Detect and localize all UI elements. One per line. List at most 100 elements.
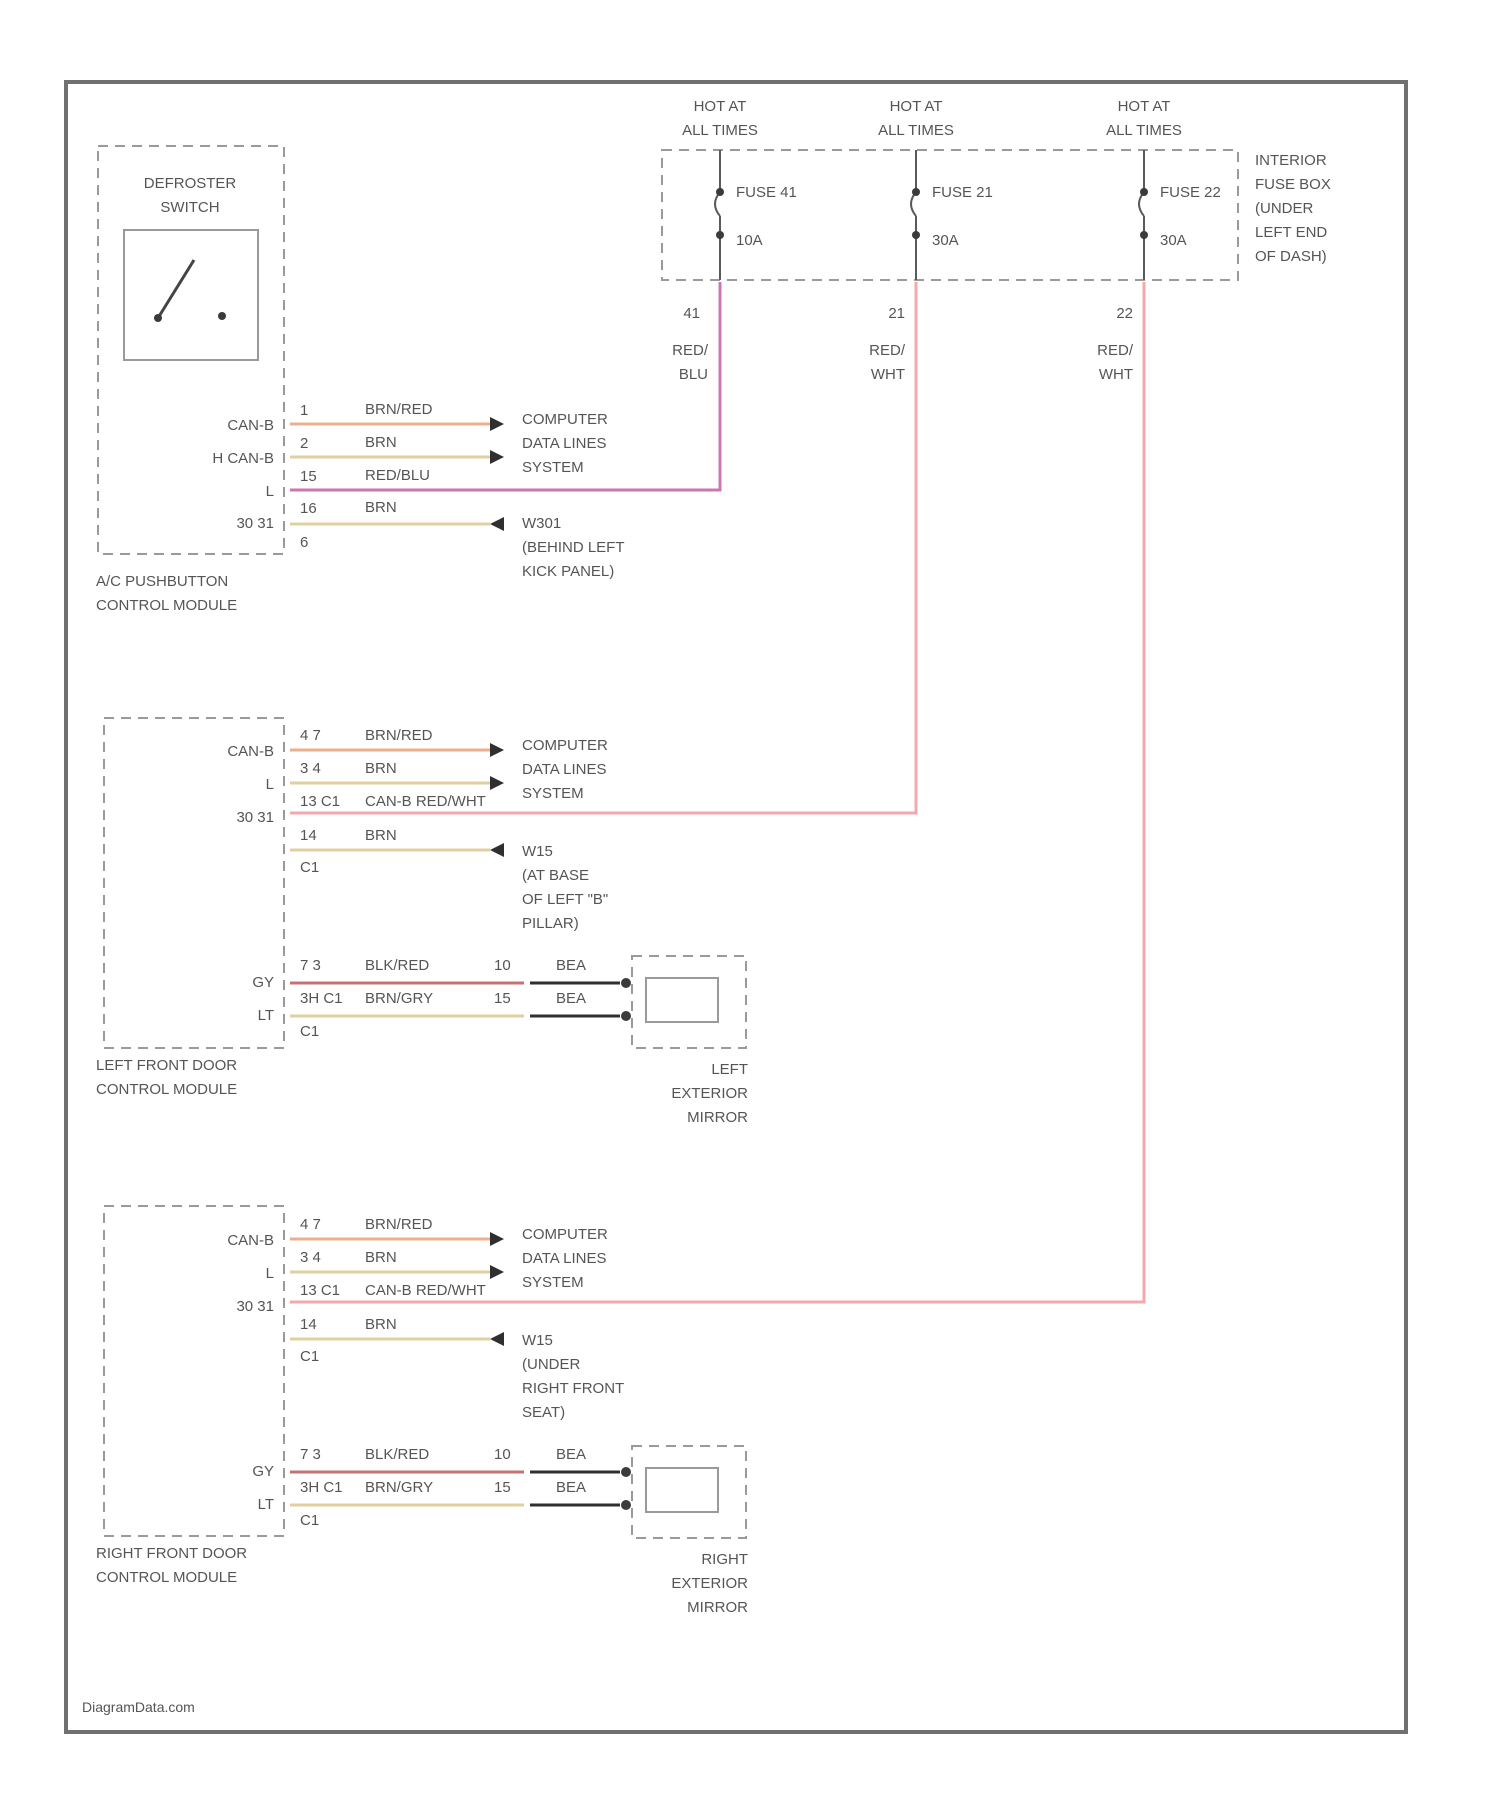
svg-text:3H C1: 3H C1 [300, 990, 343, 1007]
svg-text:30 31: 30 31 [236, 1298, 274, 1315]
svg-text:MIRROR: MIRROR [687, 1109, 748, 1126]
svg-text:CONTROL MODULE: CONTROL MODULE [96, 597, 237, 614]
svg-text:RED/: RED/ [869, 342, 906, 359]
svg-text:(AT BASE: (AT BASE [522, 867, 589, 884]
svg-text:BRN/GRY: BRN/GRY [365, 1479, 433, 1496]
svg-text:C1: C1 [300, 859, 319, 876]
connector-dot [621, 1011, 631, 1021]
svg-text:C1: C1 [300, 1512, 319, 1529]
diagram-frame [66, 82, 1406, 1732]
left-mirror-label: LEFT EXTERIOR MIRROR [671, 1061, 748, 1126]
svg-text:4 7: 4 7 [300, 1216, 321, 1233]
svg-text:DEFROSTER: DEFROSTER [144, 175, 237, 192]
svg-text:30A: 30A [1160, 232, 1187, 249]
svg-text:BEA: BEA [556, 1479, 586, 1496]
defroster-switch [124, 230, 258, 360]
left-door-wire-colors: BRN/RED BRN CAN-B RED/WHT BRN BLK/RED BR… [365, 727, 486, 1007]
svg-text:EXTERIOR: EXTERIOR [671, 1085, 748, 1102]
svg-text:LT: LT [258, 1496, 274, 1513]
fuse-box-label: INTERIOR FUSE BOX (UNDER LEFT END OF DAS… [1255, 152, 1331, 265]
left-door-signals: CAN-B L 30 31 GY LT [227, 743, 274, 1024]
right-exterior-mirror [632, 1446, 746, 1538]
svg-text:21: 21 [888, 305, 905, 322]
svg-text:WHT: WHT [871, 366, 905, 383]
svg-text:CAN-B: CAN-B [227, 743, 274, 760]
svg-text:BEA: BEA [556, 990, 586, 1007]
svg-text:BRN/RED: BRN/RED [365, 401, 433, 418]
right-door-signals: CAN-B L 30 31 GY LT [227, 1232, 274, 1513]
left-door-ground-label: W15 (AT BASE OF LEFT "B" PILLAR) [522, 843, 608, 932]
right-mirror-label: RIGHT EXTERIOR MIRROR [671, 1551, 748, 1616]
right-mirror-motor [646, 1468, 718, 1512]
fuse-22-output: 22 RED/ WHT [1097, 305, 1134, 383]
svg-text:15: 15 [300, 468, 317, 485]
left-mirror-motor [646, 978, 718, 1022]
svg-text:L: L [266, 483, 274, 500]
left-door-label: LEFT FRONT DOOR CONTROL MODULE [96, 1057, 237, 1098]
svg-text:ALL TIMES: ALL TIMES [878, 122, 954, 139]
interior-fuse-box [662, 150, 1238, 280]
svg-text:DATA LINES: DATA LINES [522, 1250, 606, 1267]
svg-text:W15: W15 [522, 1332, 553, 1349]
fuse-41-output: 41 RED/ BLU [672, 305, 709, 383]
svg-text:BRN/RED: BRN/RED [365, 1216, 433, 1233]
svg-text:13 C1: 13 C1 [300, 1282, 340, 1299]
right-door-pins: 4 7 3 4 13 C1 14 C1 7 3 3H C1 C1 [300, 1216, 343, 1529]
svg-text:HOT AT: HOT AT [890, 98, 943, 115]
svg-text:GY: GY [252, 1463, 274, 1480]
defroster-switch-icon [154, 260, 226, 322]
svg-text:CAN-B RED/WHT: CAN-B RED/WHT [365, 793, 486, 810]
right-door-label: RIGHT FRONT DOOR CONTROL MODULE [96, 1545, 247, 1586]
svg-text:BRN: BRN [365, 1316, 397, 1333]
arrow-icon [490, 743, 504, 757]
svg-text:1: 1 [300, 402, 308, 419]
svg-text:14: 14 [300, 827, 317, 844]
svg-text:CAN-B: CAN-B [227, 417, 274, 434]
svg-text:LEFT END: LEFT END [1255, 224, 1327, 241]
fuse-21-output: 21 RED/ WHT [869, 305, 906, 383]
svg-text:14: 14 [300, 1316, 317, 1333]
ac-module-signals: CAN-B H CAN-B L 30 31 [212, 417, 274, 532]
svg-text:7 3: 7 3 [300, 957, 321, 974]
svg-text:SYSTEM: SYSTEM [522, 785, 584, 802]
svg-text:KICK PANEL): KICK PANEL) [522, 563, 614, 580]
right-door-data-lines-label: COMPUTER DATA LINES SYSTEM [522, 1226, 608, 1291]
svg-text:BRN: BRN [365, 827, 397, 844]
svg-text:LEFT: LEFT [711, 1061, 748, 1078]
svg-text:BRN: BRN [365, 1249, 397, 1266]
svg-text:BRN/RED: BRN/RED [365, 727, 433, 744]
connector-dot [621, 1500, 631, 1510]
svg-text:15: 15 [494, 990, 511, 1007]
svg-text:22: 22 [1116, 305, 1133, 322]
svg-text:RED/BLU: RED/BLU [365, 467, 430, 484]
svg-text:10A: 10A [736, 232, 763, 249]
left-front-door-control-module [104, 718, 284, 1048]
svg-text:COMPUTER: COMPUTER [522, 411, 608, 428]
svg-text:RIGHT FRONT DOOR: RIGHT FRONT DOOR [96, 1545, 247, 1562]
svg-text:(UNDER: (UNDER [522, 1356, 580, 1373]
svg-text:HOT AT: HOT AT [694, 98, 747, 115]
svg-text:(BEHIND LEFT: (BEHIND LEFT [522, 539, 625, 556]
svg-text:CONTROL MODULE: CONTROL MODULE [96, 1569, 237, 1586]
wire-fuse41-to-ac-module [290, 282, 720, 490]
svg-text:7 3: 7 3 [300, 1446, 321, 1463]
svg-text:SYSTEM: SYSTEM [522, 459, 584, 476]
fuse-21: FUSE 21 30A [911, 150, 993, 280]
svg-text:BEA: BEA [556, 957, 586, 974]
svg-text:ALL TIMES: ALL TIMES [682, 122, 758, 139]
svg-text:HOT AT: HOT AT [1118, 98, 1171, 115]
ac-module-data-lines-label: COMPUTER DATA LINES SYSTEM [522, 411, 608, 476]
svg-text:FUSE 41: FUSE 41 [736, 184, 797, 201]
svg-text:6: 6 [300, 534, 308, 551]
svg-text:COMPUTER: COMPUTER [522, 1226, 608, 1243]
left-door-pins: 4 7 3 4 13 C1 14 C1 7 3 3H C1 C1 [300, 727, 343, 1040]
right-front-door-control-module [104, 1206, 284, 1536]
svg-text:4 7: 4 7 [300, 727, 321, 744]
svg-text:C1: C1 [300, 1023, 319, 1040]
svg-text:DATA LINES: DATA LINES [522, 761, 606, 778]
svg-text:30 31: 30 31 [236, 809, 274, 826]
ac-module-label: A/C PUSHBUTTON CONTROL MODULE [96, 573, 237, 614]
svg-text:INTERIOR: INTERIOR [1255, 152, 1327, 169]
hot-label-fuse-41: HOT AT ALL TIMES [682, 98, 758, 139]
svg-text:H CAN-B: H CAN-B [212, 450, 274, 467]
